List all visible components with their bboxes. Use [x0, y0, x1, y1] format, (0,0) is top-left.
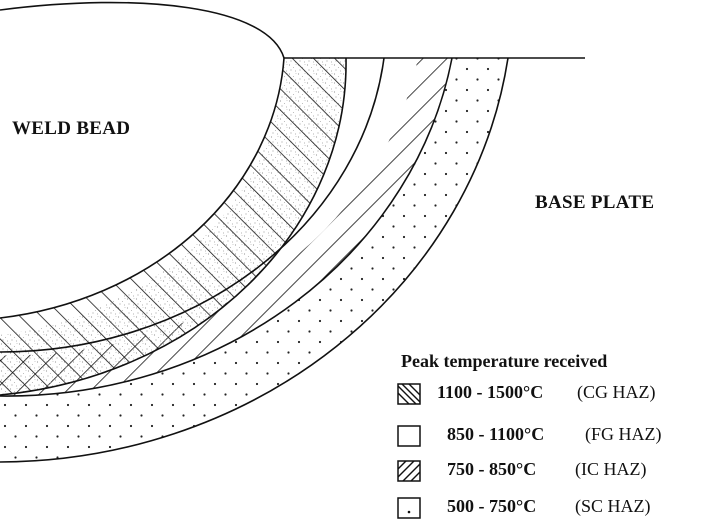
- backslash-hatch-swatch: [397, 383, 421, 405]
- sc-haz-zone: [0, 58, 508, 462]
- legend-zone: (CG HAZ): [577, 382, 656, 402]
- ic-sc-boundary: [0, 57, 453, 397]
- slash-hatch-swatch: [397, 460, 421, 482]
- legend-range: 1100 - 1500°C: [437, 382, 544, 402]
- zone-outlines: [0, 1, 585, 463]
- legend-range: 500 - 750°C: [447, 496, 537, 516]
- weld-bead-outline: [0, 1, 285, 59]
- weld-bead-region: [0, 2, 284, 318]
- haz-outer-boundary: [0, 57, 509, 463]
- legend-zone: (FG HAZ): [585, 424, 662, 444]
- legend-zone: (IC HAZ): [575, 459, 647, 479]
- weld-bead-label: WELD BEAD: [12, 118, 131, 139]
- dots-swatch: [397, 497, 421, 519]
- fusion-line: [0, 57, 285, 319]
- legend-zone: (SC HAZ): [575, 496, 651, 516]
- fine-stipple-swatch: [397, 425, 421, 447]
- legend-range: 850 - 1100°C: [447, 424, 545, 444]
- cg-fg-boundary: [0, 57, 347, 396]
- legend-title: Peak temperature received: [401, 351, 608, 371]
- legend-range: 750 - 850°C: [447, 459, 537, 479]
- fg-ic-gap: [0, 58, 418, 356]
- base-plate-label: BASE PLATE: [535, 192, 655, 213]
- fg-ic-boundary: [0, 57, 385, 353]
